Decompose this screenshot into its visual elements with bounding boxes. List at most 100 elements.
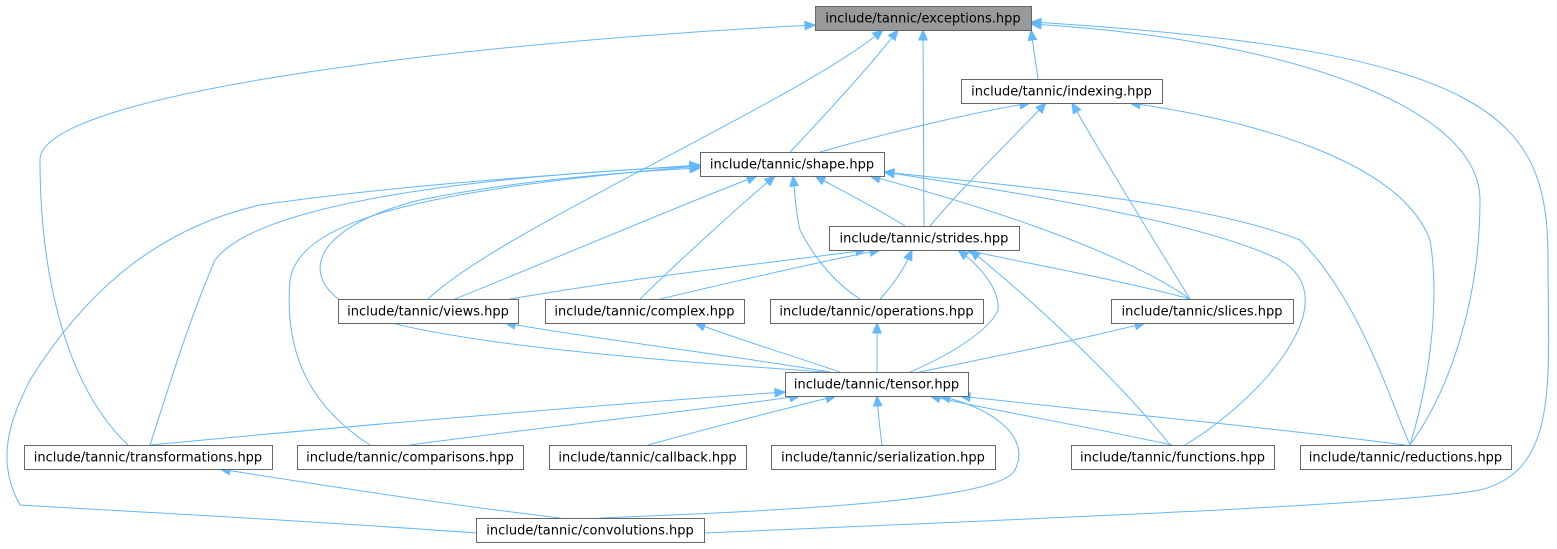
edge-reductions-to-shape (882, 168, 1411, 446)
edge-arrowhead (1029, 17, 1042, 28)
edge-strides-to-exceptions (918, 28, 929, 227)
node-box[interactable] (815, 6, 1032, 31)
node-label: include/tannic/serialization.hpp (781, 451, 985, 466)
edge-tensor-to-views (503, 319, 831, 373)
node-comparisons[interactable]: include/tannic/comparisons.hpp (297, 445, 524, 470)
node-operations[interactable]: include/tannic/operations.hpp (770, 299, 984, 324)
edge-line (6, 164, 701, 534)
node-box[interactable] (549, 445, 747, 470)
edge-line (219, 468, 561, 519)
edge-tensor-to-complex (693, 322, 841, 373)
node-label: include/tannic/views.hpp (347, 305, 509, 320)
node-box[interactable] (770, 299, 984, 324)
node-box[interactable] (24, 445, 273, 470)
node-label: include/tannic/slices.hpp (1122, 305, 1283, 320)
node-slices[interactable]: include/tannic/slices.hpp (1111, 299, 1294, 324)
node-label: include/tannic/strides.hpp (840, 232, 1009, 247)
nodes-layer: include/tannic/exceptions.hpp include/tan… (24, 6, 1512, 543)
edge-arrowhead (968, 249, 982, 261)
edge-slices-to-strides (964, 247, 1191, 300)
edge-slices-to-indexing (1071, 101, 1191, 300)
edge-operations-to-strides (879, 248, 913, 300)
node-complex[interactable]: include/tannic/complex.hpp (545, 299, 745, 324)
node-box[interactable] (1071, 445, 1275, 470)
node-label: include/tannic/tensor.hpp (794, 378, 959, 393)
edge-line (504, 322, 831, 373)
edge-serialization-to-tensor (872, 394, 883, 446)
node-serialization[interactable]: include/tannic/serialization.hpp (771, 445, 996, 470)
edge-arrowhead (813, 175, 827, 186)
edge-line (819, 102, 1031, 153)
edge-line (1071, 102, 1191, 300)
node-views[interactable]: include/tannic/views.hpp (338, 299, 519, 324)
edge-line (1030, 23, 1481, 446)
edge-line (149, 391, 786, 446)
node-box[interactable] (297, 445, 524, 470)
edge-line (922, 29, 925, 227)
edge-shape-to-exceptions (789, 28, 899, 153)
edge-tensor-to-slices (919, 320, 1147, 373)
node-box[interactable] (829, 226, 1020, 251)
node-label: include/tannic/complex.hpp (554, 305, 734, 320)
edge-arrowhead (918, 28, 929, 41)
edge-line (454, 175, 758, 300)
edge-line (409, 395, 801, 446)
edge-line (909, 249, 999, 373)
edge-tensor-to-shape (319, 163, 826, 373)
edge-functions-to-strides (968, 249, 1171, 446)
edge-line (639, 175, 776, 300)
edge-arrowhead (774, 387, 787, 398)
node-label: include/tannic/exceptions.hpp (825, 12, 1020, 27)
node-label: include/tannic/indexing.hpp (971, 85, 1152, 100)
node-box[interactable] (771, 445, 996, 470)
node-shape[interactable]: include/tannic/shape.hpp (700, 152, 885, 177)
edge-arrowhead (689, 160, 702, 171)
edge-line (965, 249, 1191, 300)
node-box[interactable] (476, 518, 705, 543)
node-box[interactable] (338, 299, 519, 324)
edge-line (883, 171, 1306, 446)
node-label: include/tannic/operations.hpp (779, 305, 973, 320)
node-label: include/tannic/shape.hpp (710, 158, 874, 173)
node-label: include/tannic/reductions.hpp (1309, 451, 1502, 466)
node-label: include/tannic/transformations.hpp (34, 451, 262, 466)
node-reductions[interactable]: include/tannic/reductions.hpp (1300, 445, 1512, 470)
node-box[interactable] (961, 79, 1163, 104)
edge-line (959, 395, 1406, 446)
edge-arrowhead (871, 29, 885, 41)
edge-line (1129, 102, 1435, 446)
node-strides[interactable]: include/tannic/strides.hpp (829, 226, 1020, 251)
edge-line (703, 21, 1550, 534)
edge-line (659, 249, 881, 300)
node-box[interactable] (1300, 445, 1512, 470)
node-tensor[interactable]: include/tannic/tensor.hpp (785, 372, 969, 397)
node-box[interactable] (1111, 299, 1294, 324)
edge-functions-to-tensor (928, 393, 1173, 446)
edge-arrowhead (1035, 102, 1047, 114)
edge-line (427, 29, 884, 300)
edge-reductions-to-tensor (958, 392, 1406, 446)
node-box[interactable] (700, 152, 885, 177)
node-convolutions[interactable]: include/tannic/convolutions.hpp (476, 518, 705, 543)
edge-arrowhead (789, 174, 800, 187)
edge-tensor-to-operations (872, 321, 882, 372)
node-label: include/tannic/callback.hpp (558, 451, 736, 466)
node-callback[interactable]: include/tannic/callback.hpp (549, 445, 747, 470)
edge-tensor-to-strides (909, 249, 999, 373)
edge-line (39, 24, 816, 446)
node-indexing[interactable]: include/tannic/indexing.hpp (961, 79, 1163, 104)
edge-callback-to-tensor (647, 393, 838, 446)
node-box[interactable] (785, 372, 969, 397)
edge-operations-to-shape (789, 174, 861, 300)
edge-strides-to-shape (813, 175, 906, 227)
edge-line (929, 102, 1047, 227)
edge-complex-to-strides (659, 247, 882, 300)
node-label: include/tannic/functions.hpp (1080, 451, 1265, 466)
edge-line (789, 29, 899, 153)
node-transformations[interactable]: include/tannic/transformations.hpp (24, 445, 273, 470)
node-exceptions[interactable]: include/tannic/exceptions.hpp (815, 6, 1032, 31)
node-functions[interactable]: include/tannic/functions.hpp (1071, 445, 1275, 470)
edge-comparisons-to-tensor (409, 392, 802, 446)
node-box[interactable] (545, 299, 745, 324)
edge-line (599, 395, 1020, 519)
